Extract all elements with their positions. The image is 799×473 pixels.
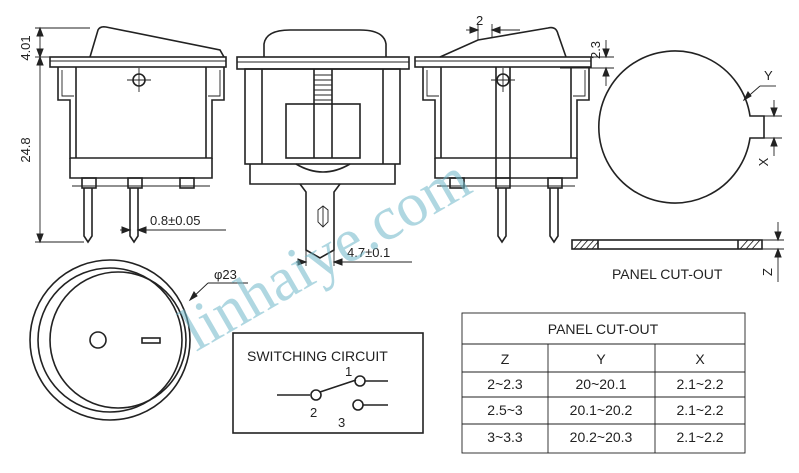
table-cell: 2.1~2.2 <box>676 402 723 418</box>
side-view-left: 4.01 24.8 0.8±0.05 <box>18 26 227 244</box>
dim-total-height: 24.8 <box>18 137 33 162</box>
table-cell: 2.5~3 <box>487 402 523 418</box>
table-header-y: Y <box>596 351 606 367</box>
table-cell: 20~20.1 <box>576 376 627 392</box>
table-cell: 20.1~20.2 <box>570 402 633 418</box>
dim-rocker-step: 2.3 <box>588 41 603 59</box>
top-view: φ23 <box>29 259 248 421</box>
dim-terminal-width: 4.7±0.1 <box>347 245 390 260</box>
cutout-label-z: Z <box>760 268 775 276</box>
table-cell: 2.1~2.2 <box>676 429 723 445</box>
circuit-terminal-2: 2 <box>310 405 317 420</box>
dim-pin-width: 0.8±0.05 <box>150 213 201 228</box>
table-cell: 2.1~2.2 <box>676 376 723 392</box>
dim-top-height: 4.01 <box>18 35 33 60</box>
table-cell: 20.2~20.3 <box>570 429 633 445</box>
table-cell: 3~3.3 <box>487 429 523 445</box>
side-view-right: 2 2.3 <box>414 13 614 244</box>
table-title: PANEL CUT-OUT <box>548 321 659 337</box>
front-view: 4.7±0.1 <box>236 29 412 266</box>
dim-diameter: φ23 <box>214 267 237 282</box>
cutout-caption: PANEL CUT-OUT <box>612 266 723 282</box>
watermark: linhaiye.com <box>169 144 482 364</box>
switching-circuit: SWITCHING CIRCUIT 1 2 3 <box>232 332 424 434</box>
cutout-label-x: X <box>756 157 771 166</box>
circuit-title: SWITCHING CIRCUIT <box>247 348 388 364</box>
cutout-table: PANEL CUT-OUT Z Y X 2~2.3 20~20.1 2.1~2.… <box>461 312 746 454</box>
table-header-x: X <box>695 351 705 367</box>
table-header-z: Z <box>501 351 510 367</box>
table-cell: 2~2.3 <box>487 376 523 392</box>
dim-rocker-offset: 2 <box>476 13 483 28</box>
cutout-label-y: Y <box>764 68 773 83</box>
circuit-terminal-1: 1 <box>345 364 352 379</box>
panel-cutout-view: Y X Z PANEL CUT-OUT <box>571 50 784 282</box>
circuit-terminal-3: 3 <box>338 415 345 430</box>
